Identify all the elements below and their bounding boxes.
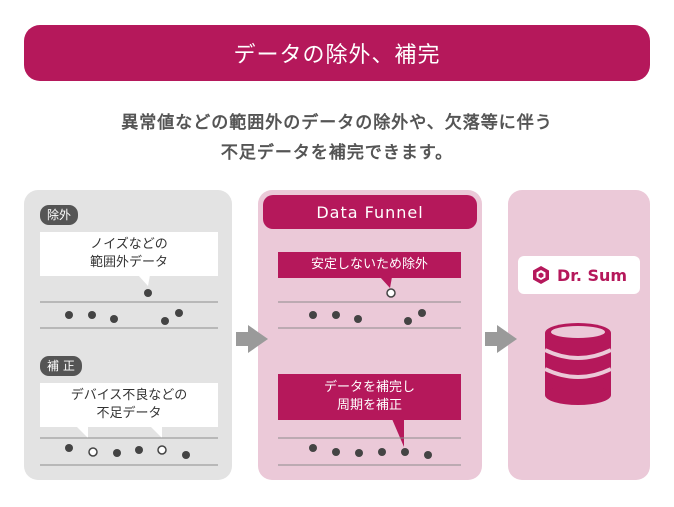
data-dot xyxy=(182,451,190,459)
data-funnel-header: Data Funnel xyxy=(263,195,477,229)
data-dot xyxy=(135,446,143,454)
complement-callout-line-2: 周期を補正 xyxy=(336,398,402,413)
exclude-unstable-label: 安定しないため除外 xyxy=(310,257,428,272)
data-dot xyxy=(309,311,317,319)
subtitle-line-2: 不足データを補完できます。 xyxy=(220,143,454,163)
exclude-unstable-callout: 安定しないため除外 xyxy=(278,252,461,278)
data-dot xyxy=(65,311,73,319)
exclude-tag: 除外 xyxy=(40,205,79,225)
data-dot xyxy=(175,309,183,317)
exclude-callout-pointer xyxy=(380,277,392,288)
complement-callout-pointer xyxy=(392,419,404,447)
data-dot xyxy=(401,448,409,456)
noise-callout-line-2: 範囲外データ xyxy=(89,255,168,270)
data-dot xyxy=(404,317,412,325)
noise-callout-pointer xyxy=(138,275,150,286)
missing-dot xyxy=(157,445,167,455)
data-dot xyxy=(378,448,386,456)
missing-callout-pointer-2 xyxy=(150,426,162,438)
excluded-dot xyxy=(386,288,396,298)
data-dot xyxy=(110,315,118,323)
arrow-right-icon xyxy=(236,325,268,353)
dr-sum-logo: Dr. Sum xyxy=(518,256,640,294)
data-dot xyxy=(418,309,426,317)
data-dot xyxy=(355,449,363,457)
outlier-dot xyxy=(144,289,152,297)
data-dot xyxy=(332,448,340,456)
noise-callout-line-1: ノイズなどの xyxy=(90,237,168,252)
missing-data-callout: デバイス不良などの 不足データ xyxy=(40,383,218,427)
missing-data-callout-line-1: デバイス不良などの xyxy=(70,388,188,403)
dr-sum-logo-text: Dr. Sum xyxy=(556,265,628,285)
missing-callout-pointer-1 xyxy=(76,426,88,438)
data-dot xyxy=(65,444,73,452)
data-dot xyxy=(161,317,169,325)
title-banner: データの除外、補完 xyxy=(24,25,650,81)
page-title: データの除外、補完 xyxy=(233,43,441,68)
noise-callout: ノイズなどの 範囲外データ xyxy=(40,232,218,276)
data-dot xyxy=(332,311,340,319)
missing-data-callout-line-2: 不足データ xyxy=(96,406,162,421)
data-dot xyxy=(354,315,362,323)
complement-callout: データを補完し 周期を補正 xyxy=(278,374,461,420)
data-funnel-panel xyxy=(258,190,482,480)
data-dot xyxy=(309,444,317,452)
missing-dot xyxy=(88,447,98,457)
data-dot xyxy=(113,449,121,457)
data-funnel-label: Data Funnel xyxy=(316,202,424,222)
subtitle-line-1: 異常値などの範囲外のデータの除外や、欠落等に伴う xyxy=(121,113,553,133)
dr-sum-logo-icon xyxy=(532,266,549,284)
data-dot xyxy=(88,311,96,319)
complement-callout-line-1: データを補完し xyxy=(323,380,415,395)
data-dot xyxy=(424,451,432,459)
arrow-right-icon xyxy=(485,325,517,353)
database-icon xyxy=(544,323,612,405)
complement-tag: 補 正 xyxy=(40,356,82,376)
